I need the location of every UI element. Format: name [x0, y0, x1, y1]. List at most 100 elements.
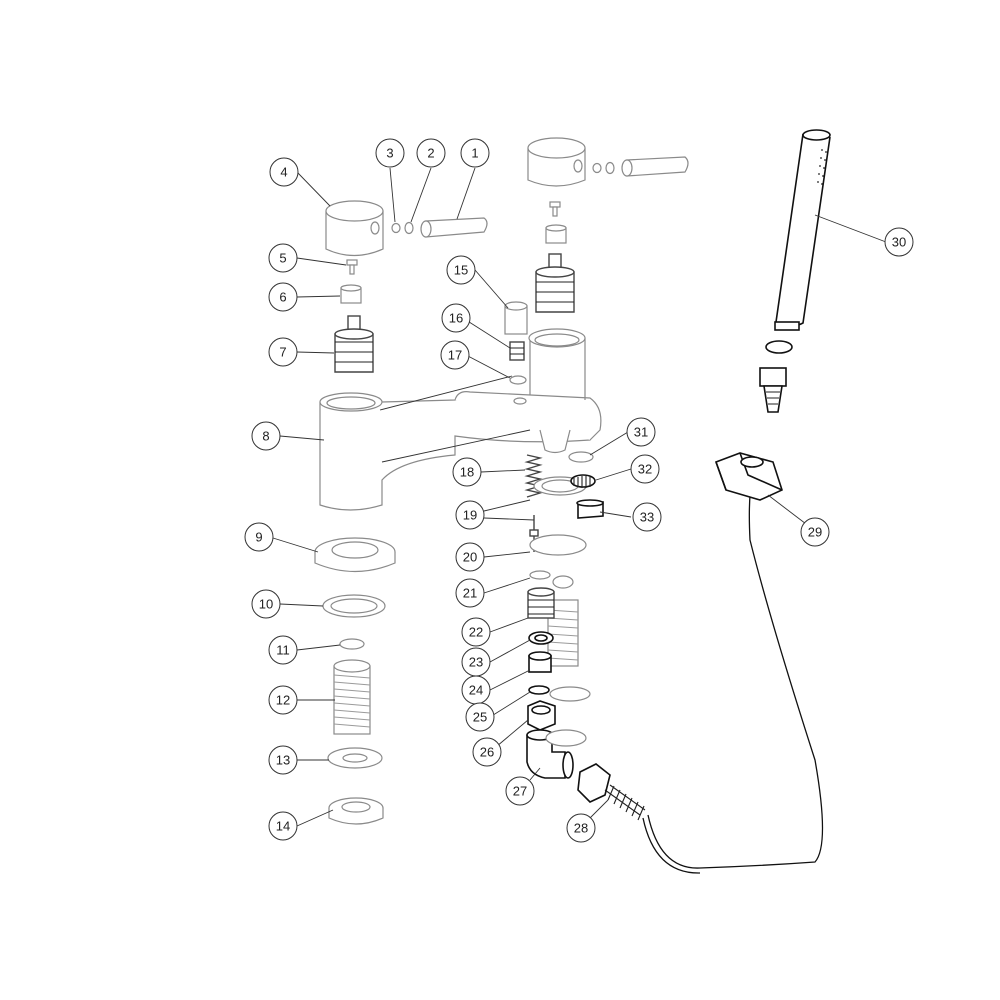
part-hex-insert	[528, 651, 552, 673]
shower-hose-inner	[642, 817, 701, 874]
part-shower-handset	[774, 129, 831, 331]
shower-hose	[647, 479, 824, 869]
part-o-ring	[404, 221, 414, 235]
callout-14: 14	[268, 811, 298, 841]
callout-label: 7	[279, 345, 286, 360]
part-lever	[420, 217, 488, 238]
part-diverter-spindle	[509, 341, 525, 361]
callout-label: 27	[513, 784, 527, 799]
part-handset-washer	[765, 340, 793, 354]
part-outlet-o-ring	[528, 685, 550, 695]
callout-label: 14	[276, 819, 290, 834]
callout-12: 12	[268, 685, 298, 715]
part-diverter-pin	[529, 515, 587, 556]
callout-label: 22	[469, 625, 483, 640]
callout-label: 25	[473, 710, 487, 725]
callout-5: 5	[268, 243, 298, 273]
callout-20: 20	[455, 542, 485, 572]
part-grub-screw	[391, 222, 401, 234]
right-handle-assembly	[527, 137, 689, 313]
callout-label: 31	[634, 425, 648, 440]
part-wall-bracket	[714, 452, 783, 501]
part-small-washer	[529, 570, 551, 580]
leader-lines	[272, 167, 887, 827]
callout-23: 23	[461, 647, 491, 677]
callout-label: 3	[386, 146, 393, 161]
callout-9: 9	[244, 522, 274, 552]
callout-22: 22	[461, 617, 491, 647]
part-threaded-shank	[333, 659, 371, 735]
callout-19: 19	[455, 500, 485, 530]
callout-label: 12	[276, 693, 290, 708]
callout-18: 18	[452, 457, 482, 487]
part-diverter-knob	[504, 301, 528, 335]
part-screw	[346, 259, 358, 275]
callout-label: 15	[454, 263, 468, 278]
part-washer	[339, 638, 365, 650]
callout-label: 33	[640, 510, 654, 525]
callout-label: 21	[463, 586, 477, 601]
callout-1: 1	[460, 138, 490, 168]
part-elbow-fitting	[526, 729, 587, 779]
part-aerator-housing	[576, 499, 604, 519]
callout-label: 2	[427, 146, 434, 161]
part-back-nut	[328, 797, 384, 825]
callout-26: 26	[472, 737, 502, 767]
callout-25: 25	[465, 702, 495, 732]
callout-label: 24	[469, 683, 483, 698]
part-base-flange	[314, 537, 396, 573]
callout-3: 3	[375, 138, 405, 168]
callout-17: 17	[440, 340, 470, 370]
part-hose-cone-nut	[759, 367, 787, 413]
part-aerator	[570, 474, 596, 488]
callout-label: 28	[574, 821, 588, 836]
part-small-washer-2	[552, 575, 574, 589]
part-tap-body	[319, 328, 602, 511]
part-spout-washer	[568, 451, 594, 463]
callout-30: 30	[884, 227, 914, 257]
callout-label: 1	[471, 146, 478, 161]
callout-13: 13	[268, 745, 298, 775]
callout-11: 11	[268, 635, 298, 665]
part-cartridge	[334, 315, 374, 373]
callout-32: 32	[630, 454, 660, 484]
callout-label: 23	[469, 655, 483, 670]
part-lock-washer	[327, 747, 383, 769]
callout-label: 6	[279, 290, 286, 305]
callout-label: 19	[463, 508, 477, 523]
callout-label: 13	[276, 753, 290, 768]
callout-label: 4	[280, 165, 287, 180]
callout-label: 9	[255, 530, 262, 545]
part-diverter-shank	[527, 587, 579, 667]
callout-label: 18	[460, 465, 474, 480]
callout-16: 16	[441, 303, 471, 333]
part-hex-nut	[527, 700, 556, 731]
callout-label: 20	[463, 550, 477, 565]
callout-10: 10	[251, 589, 281, 619]
callout-label: 30	[892, 235, 906, 250]
callout-label: 26	[480, 745, 494, 760]
callout-label: 32	[638, 462, 652, 477]
callout-label: 17	[448, 348, 462, 363]
part-diverter-o-ring	[509, 375, 527, 385]
left-handle-assembly	[325, 200, 488, 373]
callout-8: 8	[251, 421, 281, 451]
part-outlet-gasket	[549, 686, 591, 702]
callout-33: 33	[632, 502, 662, 532]
callout-21: 21	[455, 578, 485, 608]
callout-2: 2	[416, 138, 446, 168]
part-handle-cap	[325, 200, 384, 257]
callout-label: 11	[276, 643, 290, 658]
callout-6: 6	[268, 282, 298, 312]
callout-15: 15	[446, 255, 476, 285]
part-hose-connector	[577, 763, 646, 821]
callout-24: 24	[461, 675, 491, 705]
callout-label: 16	[449, 311, 463, 326]
callout-27: 27	[505, 776, 535, 806]
callout-28: 28	[566, 813, 596, 843]
callout-label: 8	[262, 429, 269, 444]
callout-label: 5	[279, 251, 286, 266]
callout-29: 29	[800, 517, 830, 547]
callout-31: 31	[626, 417, 656, 447]
